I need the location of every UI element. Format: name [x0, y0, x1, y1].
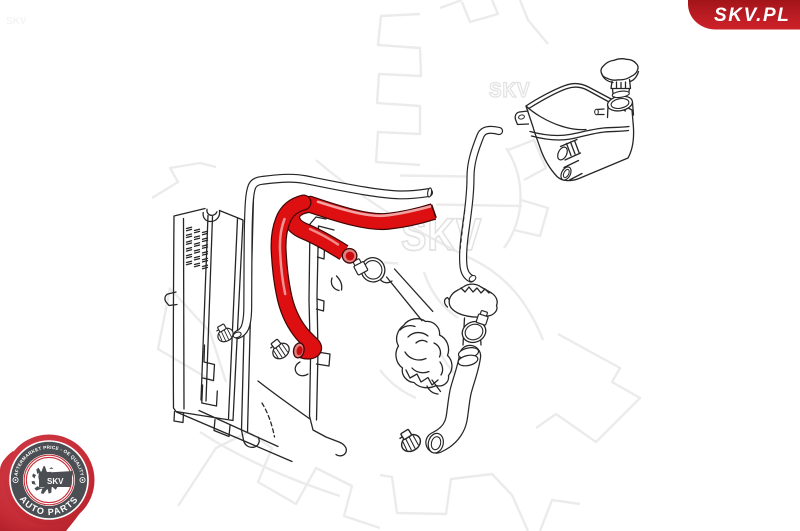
svg-text:SKV: SKV — [47, 477, 64, 486]
svg-text:SKV.PL: SKV.PL — [714, 5, 790, 26]
svg-text:SKV: SKV — [6, 16, 27, 27]
svg-text:SKV: SKV — [489, 79, 531, 102]
